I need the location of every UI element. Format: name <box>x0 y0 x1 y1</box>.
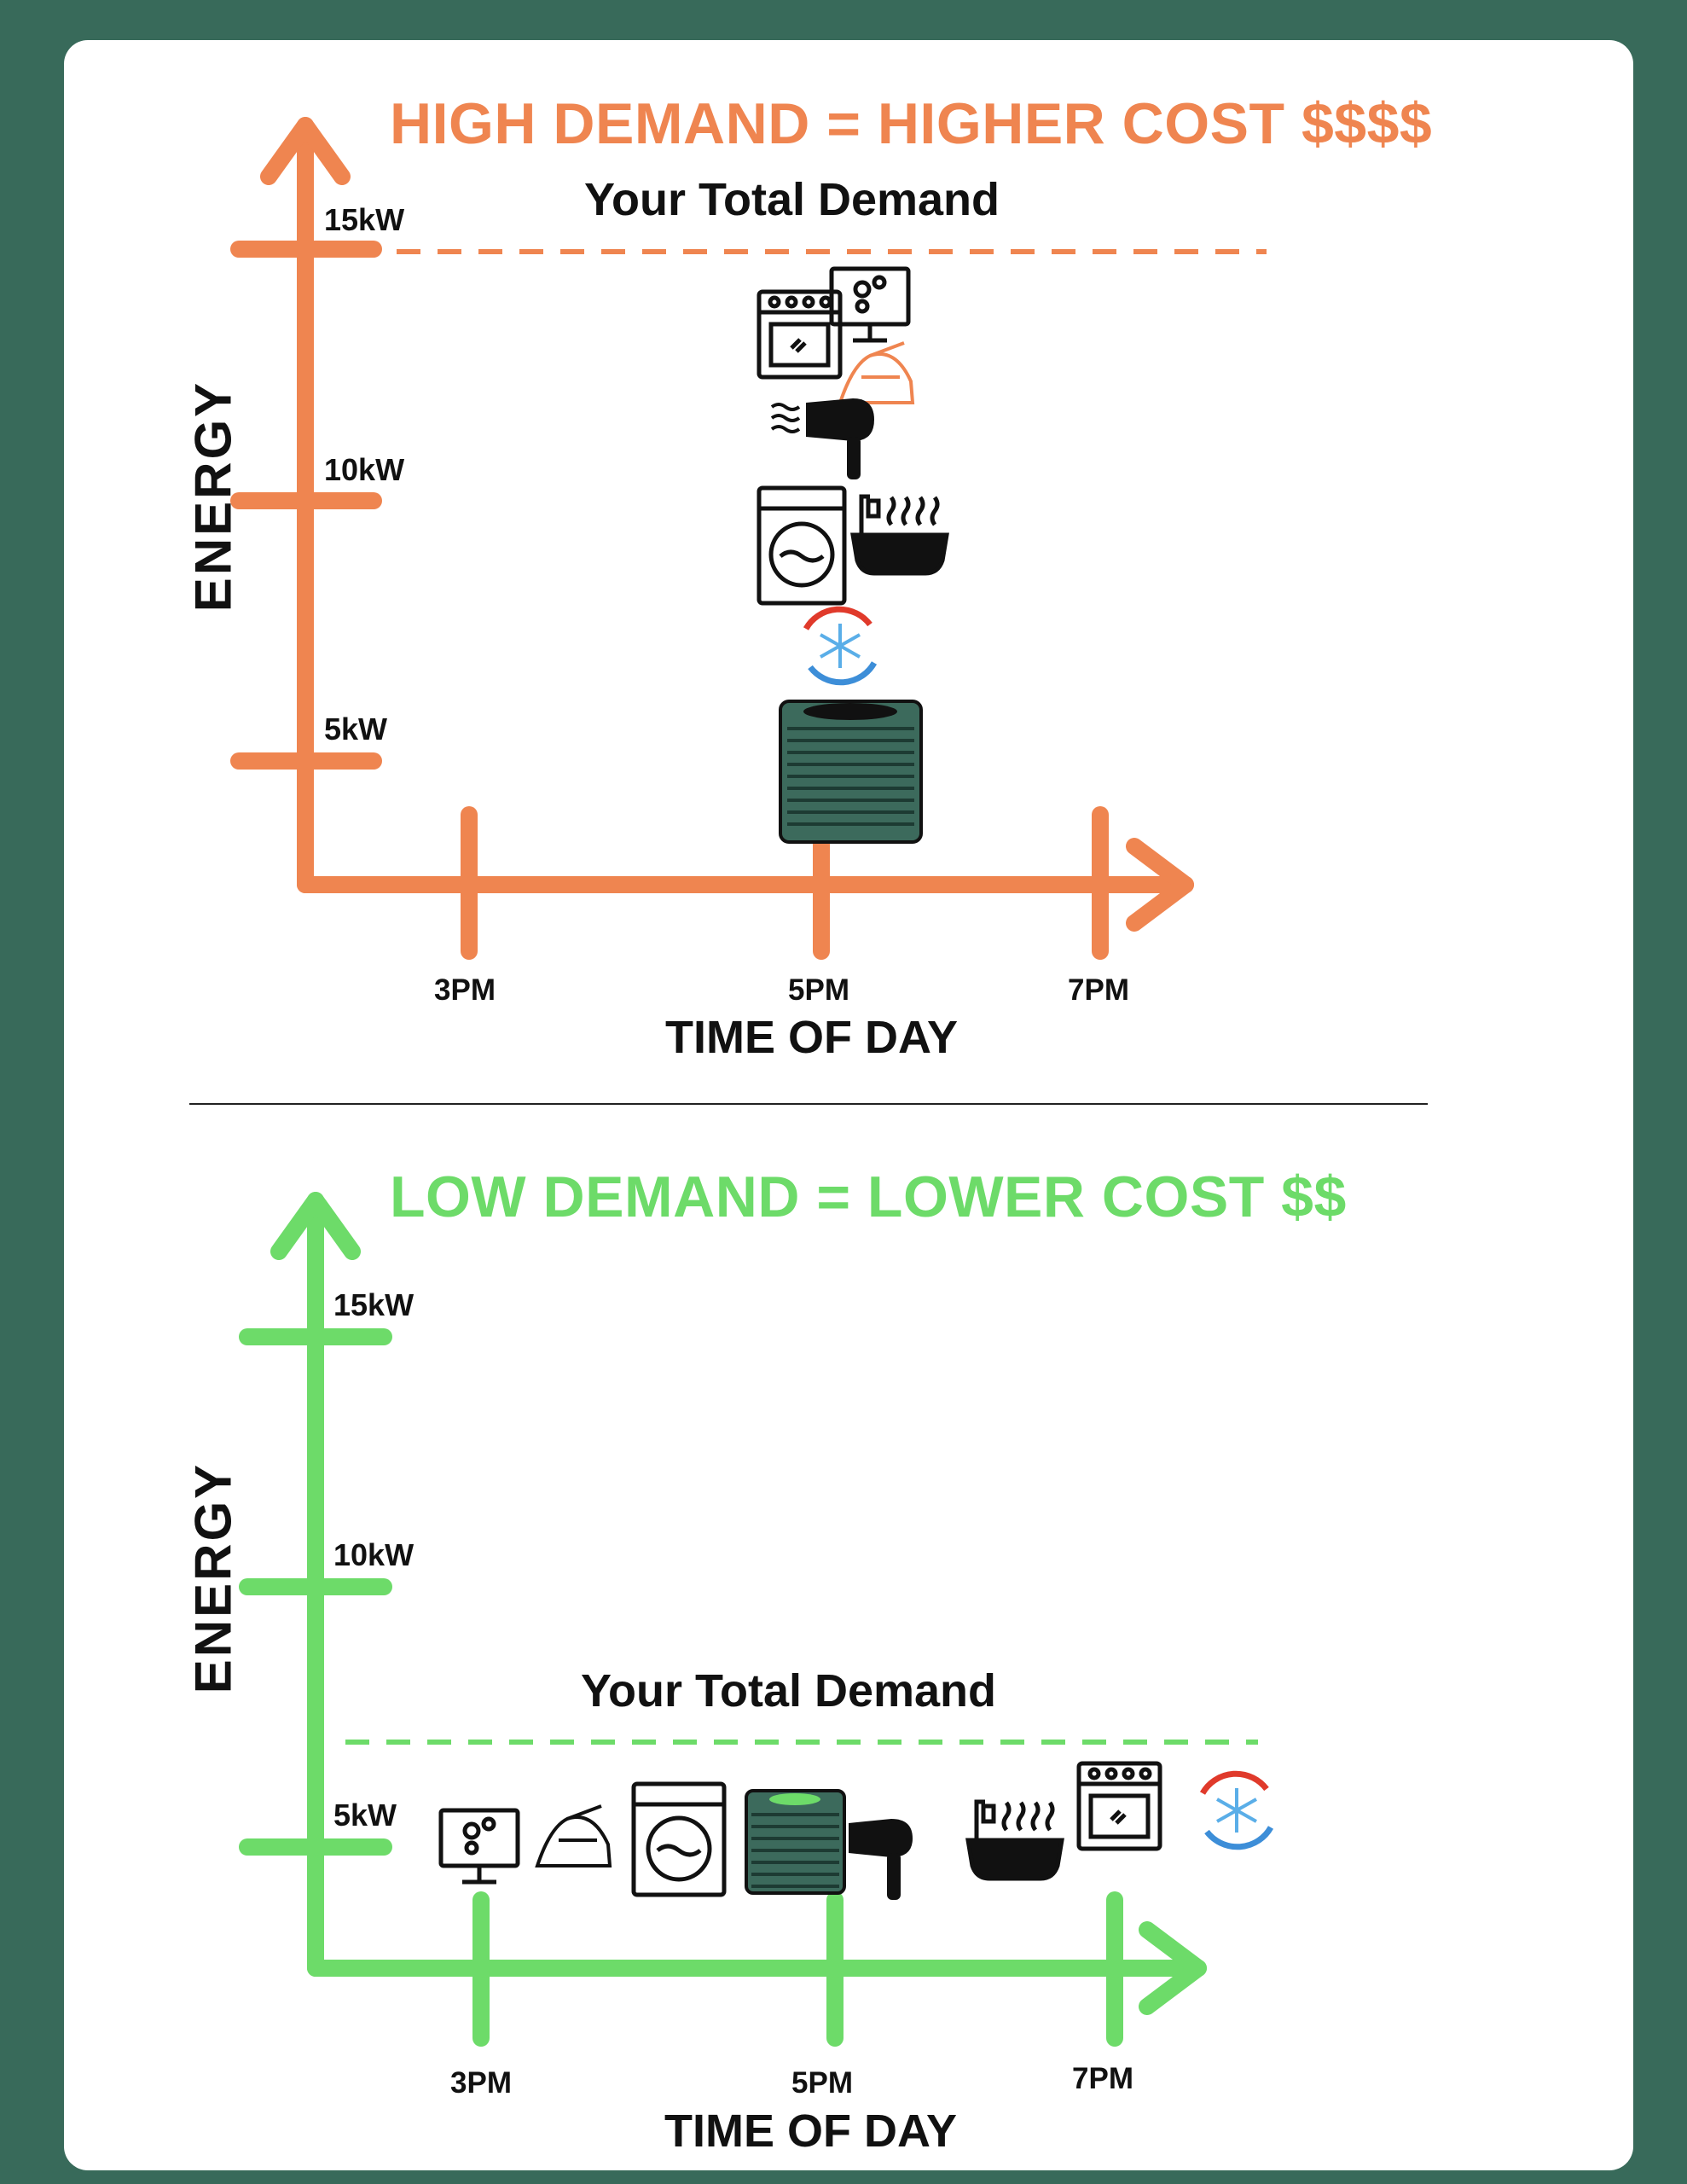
computer-icon <box>438 1808 520 1885</box>
ac-unit-icon <box>745 1789 846 1895</box>
washing-machine-icon <box>631 1781 727 1897</box>
low-y-tick-10kw: 10kW <box>333 1537 415 1572</box>
high-demand-title: HIGH DEMAND = HIGHER COST $$$$ <box>390 91 1433 156</box>
low-y-tick-5kw: 5kW <box>333 1798 397 1833</box>
high-y-axis-arrowhead <box>260 117 351 185</box>
high-x-tick-7pm: 7PM <box>1068 973 1129 1007</box>
low-demand-graph <box>239 1192 1274 2047</box>
hair-dryer-icon <box>849 1819 913 1900</box>
panel-divider <box>189 1103 1428 1105</box>
high-y-tick-10kw: 10kW <box>324 452 405 487</box>
low-x-tick-3pm: 3PM <box>450 2066 512 2100</box>
low-x-axis-arrowhead <box>1139 1921 1207 2015</box>
washing-machine-icon <box>757 485 847 606</box>
high-x-axis-arrowhead <box>1126 838 1194 932</box>
iron-icon <box>838 341 915 404</box>
ac-unit-icon <box>779 700 923 844</box>
hvac-service-icon <box>803 606 878 686</box>
high-total-demand-label: Your Total Demand <box>584 174 1000 225</box>
infographic-card: HIGH DEMAND = HIGHER COST $$$$ Your Tota… <box>64 40 1633 2170</box>
iron-icon <box>535 1804 612 1867</box>
high-x-tick-5pm: 5PM <box>788 973 849 1007</box>
low-x-tick-7pm: 7PM <box>1072 2062 1133 2095</box>
low-y-axis-arrowhead <box>270 1192 361 1260</box>
high-y-tick-15kw: 15kW <box>324 202 405 237</box>
low-x-axis-title: TIME OF DAY <box>664 2106 958 2157</box>
high-demand-graph <box>230 117 1267 960</box>
low-total-demand-label: Your Total Demand <box>581 1665 997 1716</box>
low-demand-title: LOW DEMAND = LOWER COST $$ <box>390 1165 1347 1229</box>
hair-dryer-icon <box>770 398 874 479</box>
computer-icon <box>829 266 911 343</box>
high-y-tick-5kw: 5kW <box>324 712 388 746</box>
oven-icon <box>1076 1761 1162 1851</box>
low-y-tick-15kw: 15kW <box>333 1287 415 1322</box>
low-x-tick-5pm: 5PM <box>791 2066 853 2100</box>
high-x-tick-3pm: 3PM <box>434 973 496 1007</box>
high-x-axis-title: TIME OF DAY <box>665 1012 959 1063</box>
bathtub-icon <box>850 494 949 576</box>
bathtub-icon <box>965 1799 1064 1881</box>
hvac-service-icon <box>1199 1770 1274 1850</box>
oven-icon <box>757 289 843 380</box>
